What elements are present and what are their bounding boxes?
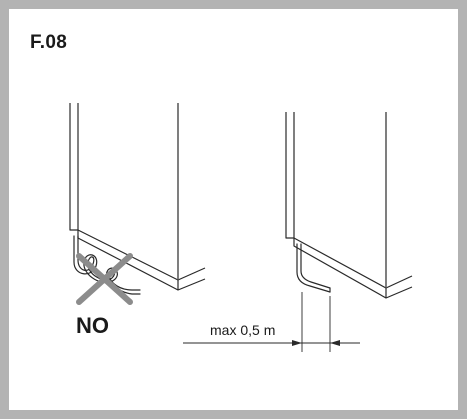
appliance-left bbox=[69, 103, 206, 291]
straight-hose bbox=[296, 243, 331, 293]
appliance-right bbox=[285, 112, 413, 299]
figure-label: F.08 bbox=[30, 32, 68, 53]
cross-mark-icon bbox=[76, 253, 133, 305]
dimension-arrows bbox=[292, 340, 340, 346]
no-label: NO bbox=[76, 313, 109, 338]
dimension-label: max 0,5 m bbox=[210, 322, 276, 338]
